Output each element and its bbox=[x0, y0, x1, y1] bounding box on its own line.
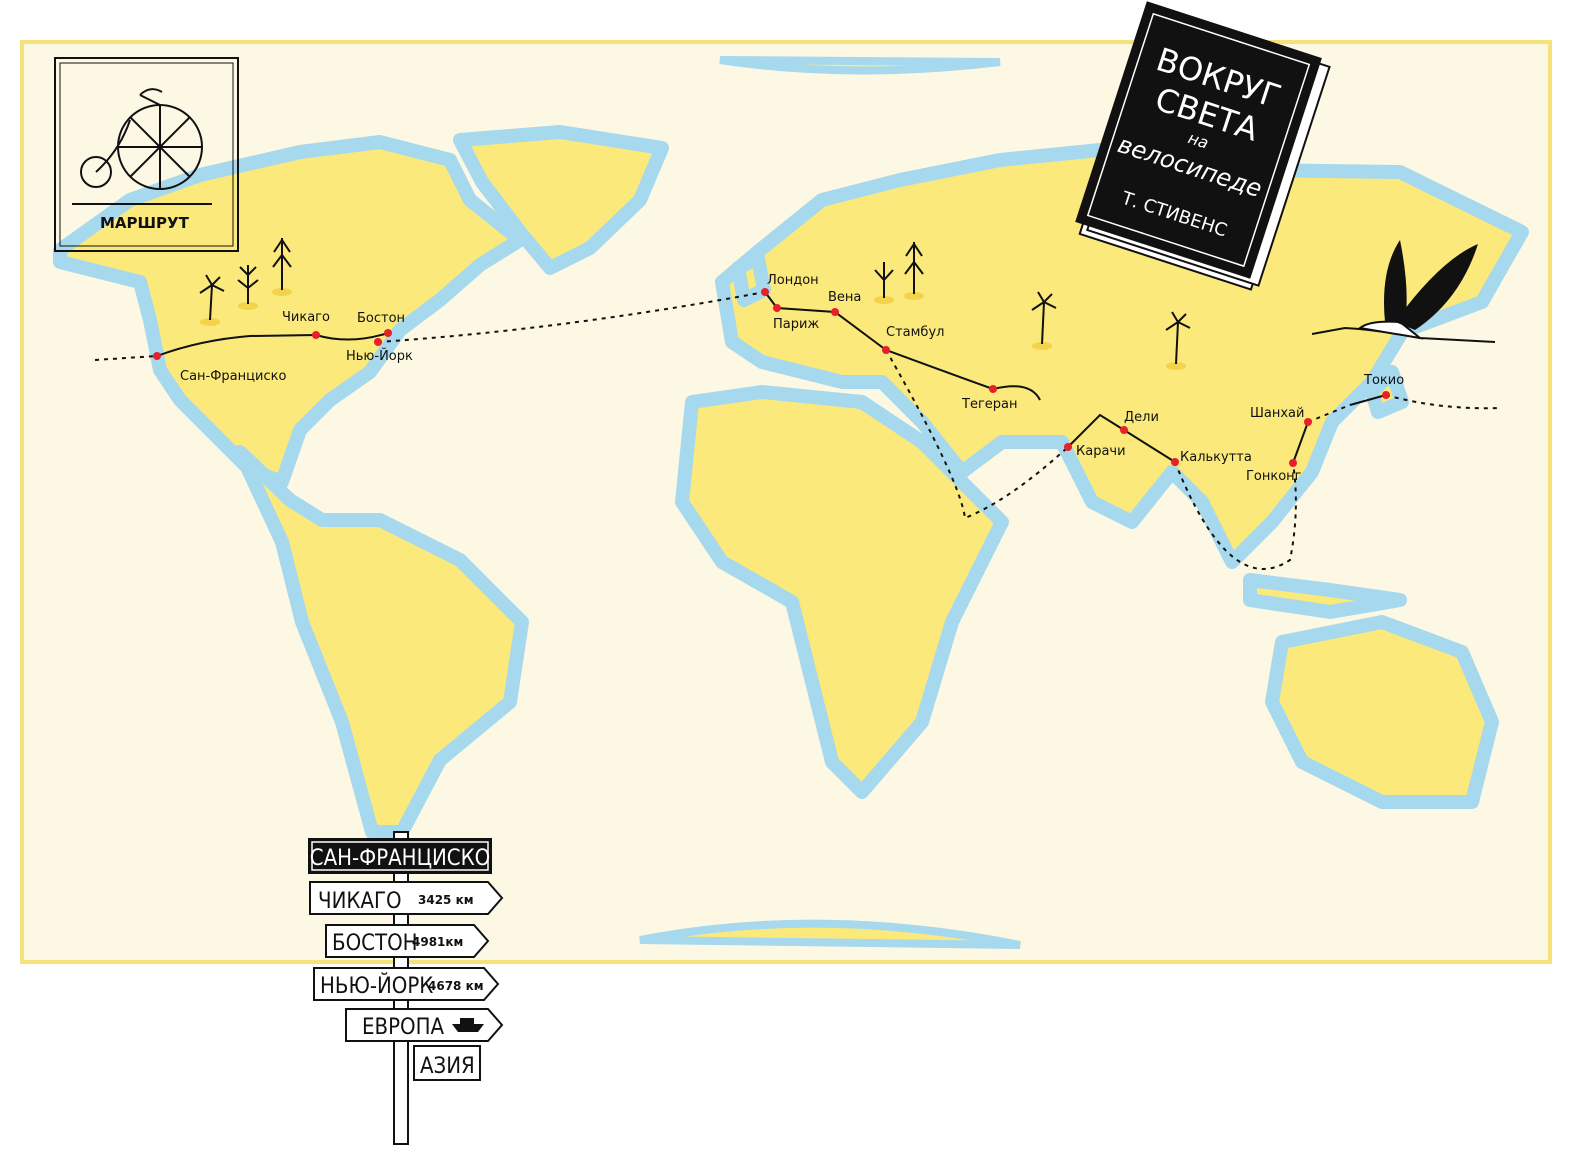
city-dot[interactable] bbox=[773, 304, 781, 312]
route-sea-pacific-west bbox=[1385, 394, 1501, 410]
city-label: Чикаго bbox=[282, 310, 330, 325]
city-dot[interactable] bbox=[153, 352, 161, 360]
city-dot[interactable] bbox=[1304, 418, 1312, 426]
route-land-usa bbox=[156, 332, 389, 357]
city-dot[interactable] bbox=[1120, 426, 1128, 434]
sign-boston bbox=[325, 924, 490, 958]
city-label: Карачи bbox=[1076, 444, 1126, 459]
sign-start bbox=[308, 838, 492, 874]
route-land-india bbox=[1067, 413, 1176, 463]
sign-europe bbox=[345, 1008, 504, 1042]
book-cover: ВОКРУГ СВЕТА на велосипеде Т. СТИВЕНС bbox=[1075, 1, 1331, 291]
sign-distance: 4678 км bbox=[428, 979, 484, 993]
city-label: Гонконг bbox=[1246, 469, 1302, 484]
city-dot[interactable] bbox=[1289, 459, 1297, 467]
sign-label: ЧИКАГО bbox=[318, 889, 402, 914]
route-sea-atlantic bbox=[377, 291, 766, 343]
city-markers bbox=[153, 288, 1390, 467]
sign-new-york bbox=[313, 967, 500, 1001]
crane-bird-icon bbox=[1311, 240, 1496, 343]
greenland bbox=[453, 125, 669, 275]
route-sea-east bbox=[1307, 404, 1351, 423]
continents bbox=[53, 125, 1529, 839]
fir-tree-icon bbox=[272, 238, 292, 296]
city-label: Токио bbox=[1363, 373, 1404, 388]
route-sea-indochina bbox=[1174, 461, 1297, 570]
fir-tree-icon bbox=[874, 262, 894, 304]
signpost: САН-ФРАНЦИСКО ЧИКАГО 3425 км БОСТОН 4981… bbox=[308, 831, 504, 1145]
palm-tree-icon bbox=[1165, 311, 1191, 370]
city-labels: Сан-Франциско Чикаго Бостон Нью-Йорк Лон… bbox=[180, 273, 1404, 484]
route-land-japan bbox=[1349, 394, 1387, 406]
city-dot[interactable] bbox=[989, 385, 997, 393]
city-dot[interactable] bbox=[1064, 443, 1072, 451]
city-label: Дели bbox=[1124, 410, 1159, 425]
sign-chicago bbox=[309, 881, 504, 915]
city-dot[interactable] bbox=[374, 338, 382, 346]
city-dot[interactable] bbox=[761, 288, 769, 296]
australia bbox=[1265, 615, 1499, 809]
sign-label: ЕВРОПА bbox=[362, 1015, 444, 1040]
sign-start-label: САН-ФРАНЦИСКО bbox=[310, 846, 490, 871]
city-dot[interactable] bbox=[1382, 391, 1390, 399]
city-label: Стамбул bbox=[886, 325, 944, 340]
city-label: Париж bbox=[773, 317, 819, 332]
sign-label: НЬЮ-ЙОРК bbox=[320, 973, 433, 999]
city-label: Тегеран bbox=[961, 397, 1018, 412]
route-sea-arabia bbox=[885, 349, 1069, 520]
city-dot[interactable] bbox=[831, 308, 839, 316]
legend-box: МАРШРУТ bbox=[54, 57, 239, 252]
route-land-china bbox=[1292, 421, 1309, 464]
south-america bbox=[233, 445, 529, 839]
antarctica bbox=[639, 919, 1021, 949]
city-label: Лондон bbox=[767, 273, 819, 288]
fir-tree-icon bbox=[237, 265, 259, 310]
trees bbox=[199, 238, 1191, 370]
eurasia bbox=[715, 143, 1529, 569]
arctic-ice bbox=[719, 56, 1001, 75]
penny-farthing-bicycle-icon bbox=[80, 88, 203, 190]
city-label: Калькутта bbox=[1180, 450, 1252, 465]
sign-label: АЗИЯ bbox=[420, 1054, 475, 1079]
city-label: Бостон bbox=[357, 311, 405, 326]
palm-tree-icon bbox=[199, 274, 225, 326]
city-dot[interactable] bbox=[312, 331, 320, 339]
city-dot[interactable] bbox=[384, 329, 392, 337]
city-label: Шанхай bbox=[1250, 406, 1304, 421]
city-dot[interactable] bbox=[1171, 458, 1179, 466]
ship-icon bbox=[452, 1018, 484, 1032]
city-dot[interactable] bbox=[882, 346, 890, 354]
sign-label: БОСТОН bbox=[332, 931, 418, 956]
sign-distance: 3425 км bbox=[418, 893, 474, 907]
palm-tree-icon bbox=[1031, 291, 1057, 350]
city-label: Нью-Йорк bbox=[346, 348, 413, 364]
city-label: Сан-Франциско bbox=[180, 369, 286, 384]
indonesia bbox=[1243, 573, 1407, 619]
route-sea-pacific-east bbox=[94, 355, 158, 361]
british-isles bbox=[731, 251, 771, 307]
legend-title: МАРШРУТ bbox=[100, 214, 190, 232]
fir-tree-icon bbox=[904, 242, 924, 300]
sign-asia bbox=[413, 1045, 481, 1081]
city-label: Вена bbox=[828, 290, 861, 305]
africa bbox=[675, 385, 1009, 799]
sign-distance: 4981км bbox=[412, 935, 463, 949]
